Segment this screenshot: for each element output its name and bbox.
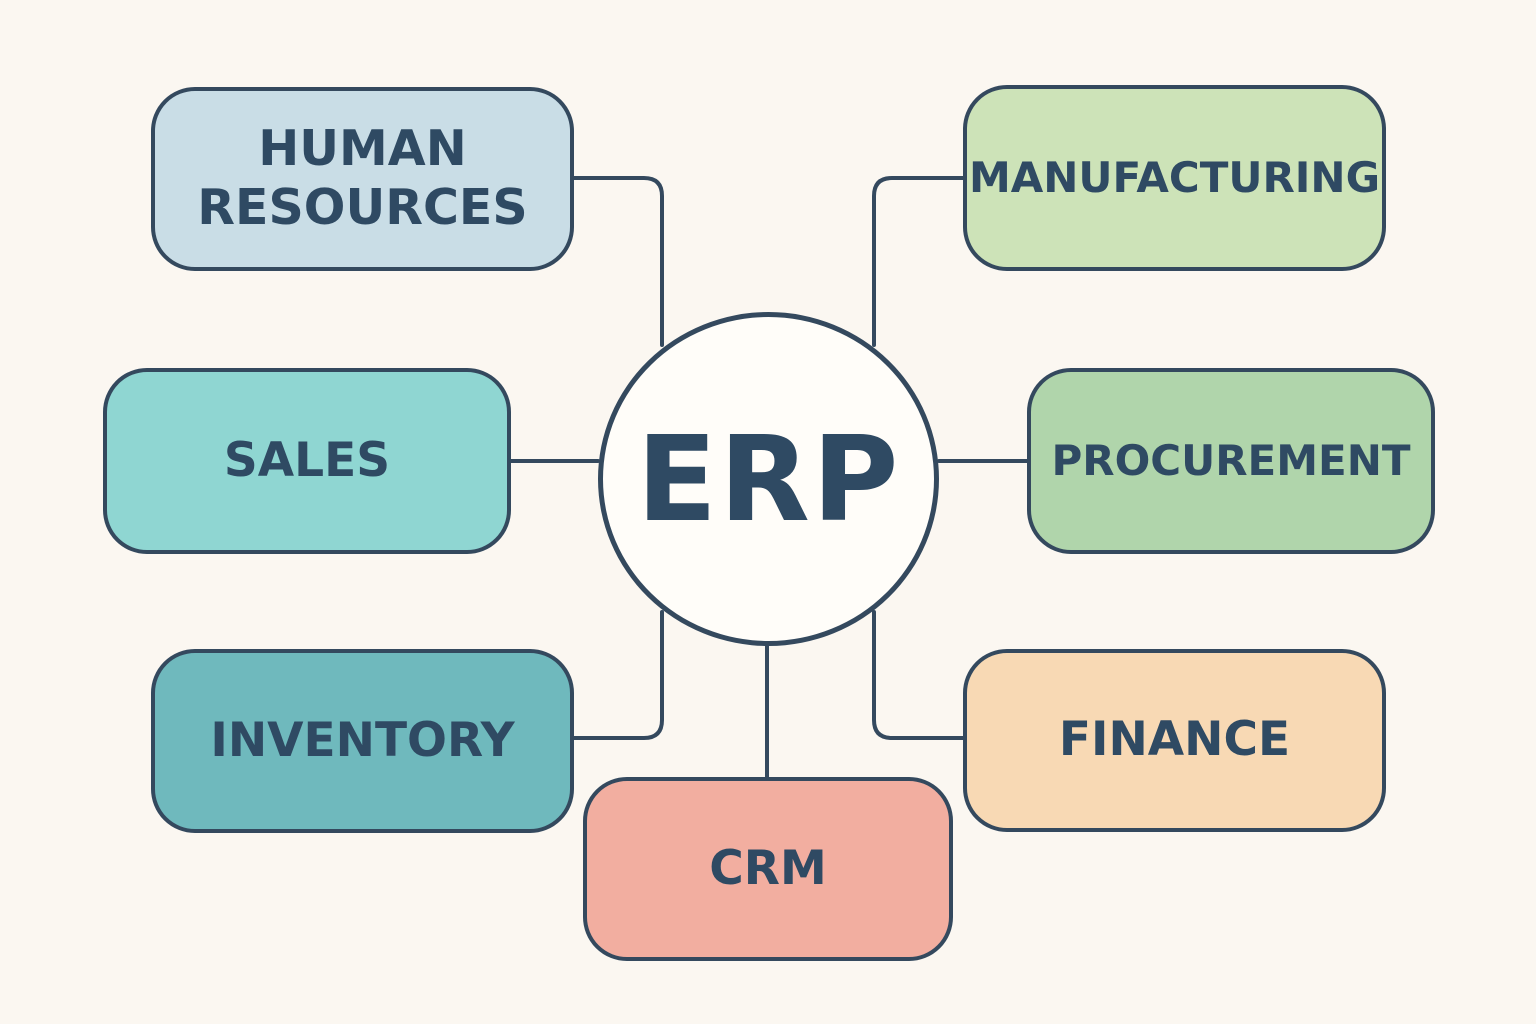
- connector-manufacturing: [872, 176, 965, 347]
- module-procurement-label: PROCUREMENT: [1051, 435, 1411, 485]
- connector-human-resources: [572, 176, 664, 347]
- connector-finance: [872, 610, 965, 740]
- module-crm-label: CRM: [709, 840, 827, 896]
- module-inventory: INVENTORY: [151, 649, 574, 833]
- module-finance: FINANCE: [963, 649, 1386, 832]
- connector-inventory: [572, 610, 664, 740]
- module-procurement: PROCUREMENT: [1027, 368, 1435, 554]
- module-finance-label: FINANCE: [1058, 712, 1291, 768]
- module-sales-label: SALES: [223, 432, 391, 488]
- module-crm: CRM: [583, 777, 953, 961]
- module-human-resources-label-line2: RESOURCES: [197, 179, 528, 236]
- module-sales: SALES: [103, 368, 511, 554]
- module-human-resources: HUMAN RESOURCES: [151, 87, 574, 271]
- module-inventory-label: INVENTORY: [210, 712, 515, 768]
- module-human-resources-label-line1: HUMAN: [258, 120, 467, 178]
- erp-center-label: ERP: [636, 410, 901, 548]
- module-manufacturing: MANUFACTURING: [963, 85, 1386, 271]
- erp-center-node: ERP: [598, 312, 939, 646]
- module-manufacturing-label: MANUFACTURING: [968, 152, 1381, 202]
